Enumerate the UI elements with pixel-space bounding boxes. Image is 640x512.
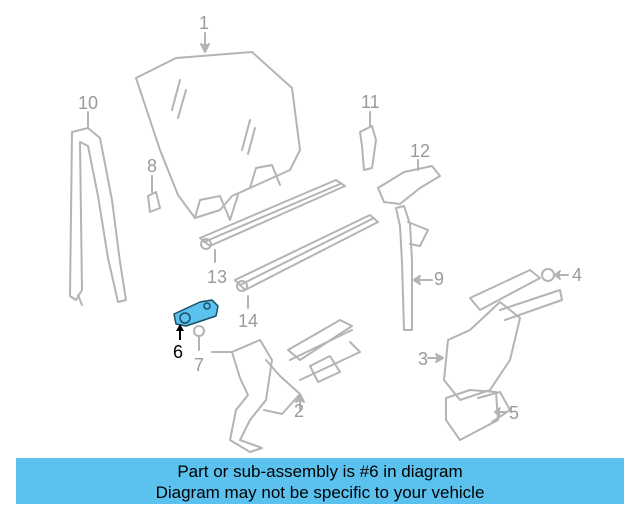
parts-diagram [69, 32, 569, 453]
washer-part-7 [193, 325, 205, 351]
callout-2: 2 [294, 401, 305, 421]
banner-line-2: Diagram may not be specific to your vehi… [155, 483, 485, 502]
regulator-part-2 [211, 319, 361, 453]
callout-3: 3 [418, 349, 429, 369]
bracket-part-12 [377, 159, 441, 205]
callout-5: 5 [509, 403, 520, 423]
channel-strip-part-13 [199, 179, 346, 263]
callout-10: 10 [78, 93, 99, 113]
callout-8: 8 [147, 156, 158, 176]
callout-6: 6 [173, 342, 184, 362]
callout-12: 12 [410, 141, 431, 161]
regulator-part-3 [427, 269, 563, 441]
callout-1: 1 [199, 13, 210, 33]
motor-part-5 [494, 407, 507, 417]
outer-strip-part-14 [234, 214, 379, 309]
run-channel-part-10 [69, 111, 127, 306]
callout-7: 7 [194, 355, 205, 375]
highlighted-part-6 [173, 299, 219, 340]
clip-part-8 [147, 175, 161, 213]
callout-11: 11 [361, 92, 380, 112]
callout-9: 9 [434, 269, 445, 289]
callout-4: 4 [572, 265, 583, 285]
info-banner: Part or sub-assembly is #6 in diagram Di… [16, 458, 624, 504]
bracket-part-11 [359, 111, 377, 171]
callout-14: 14 [238, 311, 259, 331]
banner-line-1: Part or sub-assembly is #6 in diagram [177, 462, 463, 481]
callout-13: 13 [207, 267, 228, 287]
door-glass-part-1 [135, 32, 301, 221]
nut-part-4 [541, 268, 569, 282]
guide-rail-part-9 [395, 205, 433, 331]
